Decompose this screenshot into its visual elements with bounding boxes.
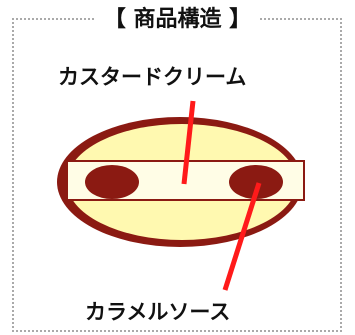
leader-line-cream (181, 100, 196, 185)
diagram-title: 【 商品構造 】 (95, 4, 260, 36)
caramel-left (85, 165, 139, 199)
leader-line-caramel (222, 182, 262, 291)
caramel-right (229, 165, 283, 199)
title-wrap: 【 商品構造 】 (0, 4, 355, 36)
label-custard-cream: カスタードクリーム (58, 65, 247, 89)
label-caramel-sauce: カラメルソース (85, 300, 231, 324)
